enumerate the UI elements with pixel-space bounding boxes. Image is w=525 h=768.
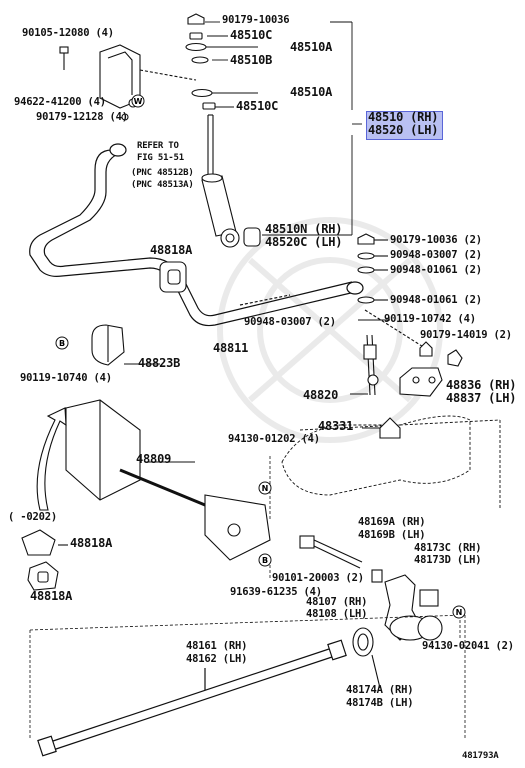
svg-text:N: N — [456, 608, 463, 617]
guide-lines — [29, 456, 466, 740]
part-label[interactable]: 48173D (LH) — [414, 554, 482, 566]
marker-b-icon-1: B — [55, 336, 69, 350]
marker-w-icon: W — [131, 94, 145, 108]
part-label[interactable]: 48510C — [236, 99, 279, 113]
part-label-highlighted[interactable]: 48510 (RH) — [368, 110, 439, 124]
part-label[interactable]: 48811 — [213, 341, 249, 355]
highlight-box — [366, 111, 443, 140]
part-label[interactable]: 48510N (RH) — [265, 222, 343, 236]
part-label[interactable]: 94622-41200 (4) — [14, 96, 106, 108]
part-label[interactable]: 48818A — [150, 243, 193, 257]
forward-arrow — [36, 407, 67, 511]
circle-markers: W B B N N — [55, 94, 466, 619]
svg-text:B: B — [262, 556, 268, 565]
part-label[interactable]: 90948-03007 (2) — [244, 316, 336, 328]
part-label[interactable]: 48809 — [136, 452, 172, 466]
part-label[interactable]: 48836 (RH) — [446, 378, 517, 392]
part-label[interactable]: 94130-02041 (2) — [422, 640, 514, 652]
marker-n-icon-2: N — [452, 605, 466, 619]
part-label[interactable]: 90948-01061 (2) — [390, 294, 482, 306]
detail-bushings — [21, 529, 68, 591]
part-label[interactable]: 90119-10740 (4) — [20, 372, 112, 384]
bump-stop — [362, 417, 401, 439]
shock-absorber — [201, 114, 261, 248]
upper-mount-bracket — [59, 44, 197, 121]
part-label[interactable]: 90105-12080 (4) — [22, 27, 114, 39]
part-label[interactable]: 48510A — [290, 85, 333, 99]
part-label[interactable]: 48510C — [230, 28, 273, 42]
part-label[interactable]: 48108 (LH) — [306, 608, 368, 620]
part-label[interactable]: 90179-14019 (2) — [420, 329, 512, 341]
date-range-note: ( -0202) — [8, 511, 57, 523]
refer-note: REFER TO — [137, 141, 179, 151]
stabilizer-bracket — [91, 324, 160, 366]
part-label[interactable]: 90948-03007 (2) — [390, 249, 482, 261]
part-label[interactable]: 90119-10742 (4) — [384, 313, 476, 325]
svg-text:B: B — [59, 339, 65, 348]
part-label[interactable]: 48837 (LH) — [446, 391, 517, 405]
part-label[interactable]: 48169B (LH) — [358, 529, 426, 541]
part-label[interactable]: 48107 (RH) — [306, 596, 368, 608]
stabilizer-bushing — [159, 261, 187, 293]
top-hardware-stack — [185, 13, 216, 110]
refer-note: FIG 51-51 — [137, 153, 184, 163]
part-label[interactable]: 90179-12128 (4) — [36, 111, 128, 123]
part-label[interactable]: 90101-20003 (2) — [272, 572, 364, 584]
link-bracket — [399, 341, 463, 397]
part-label[interactable]: 48162 (LH) — [186, 653, 248, 665]
axle-housing — [281, 415, 501, 510]
right-hardware-stack — [357, 233, 426, 349]
part-label[interactable]: 90179-10036 (2) — [390, 234, 482, 246]
watermark — [217, 217, 443, 443]
part-label[interactable]: 48173C (RH) — [414, 542, 482, 554]
marker-b-icon-2: B — [258, 553, 272, 567]
part-label[interactable]: 90179-10036 — [222, 14, 290, 26]
part-label-highlighted[interactable]: 48520 (LH) — [368, 123, 439, 137]
part-label[interactable]: 48820 — [303, 388, 339, 402]
refer-note: (PNC 48512B) — [131, 168, 194, 178]
part-label[interactable]: 48174B (LH) — [346, 697, 414, 709]
svg-text:W: W — [134, 97, 143, 106]
part-label[interactable]: 48823B — [138, 356, 181, 370]
stabilizer-link — [350, 334, 379, 396]
torsion-bar — [37, 639, 347, 757]
part-label[interactable]: 48520C (LH) — [265, 235, 343, 249]
shock-bracket-lines — [205, 21, 362, 236]
refer-note: (PNC 48513A) — [131, 180, 194, 190]
part-label[interactable]: 48510A — [290, 40, 333, 54]
marker-n-icon-1: N — [258, 481, 272, 495]
stabilizer-bar — [29, 143, 364, 327]
anchor-arm — [371, 569, 443, 641]
part-label[interactable]: 48510B — [230, 53, 273, 67]
part-label[interactable]: 48169A (RH) — [358, 516, 426, 528]
svg-text:N: N — [262, 484, 269, 493]
part-label[interactable]: 48818A — [70, 536, 113, 550]
part-label[interactable]: 48331 — [318, 419, 354, 433]
part-label[interactable]: 48174A (RH) — [346, 684, 414, 696]
part-label[interactable]: 94130-01202 (4) — [228, 433, 320, 445]
part-label[interactable]: 90948-01061 (2) — [390, 264, 482, 276]
part-label[interactable]: 91639-61235 (4) — [230, 586, 322, 598]
part-label[interactable]: 48161 (RH) — [186, 640, 248, 652]
torsion-bolt — [299, 535, 363, 569]
figure-code: 481793A — [462, 751, 499, 761]
torsion-bushing — [352, 627, 381, 689]
part-label[interactable]: 48818A — [30, 589, 73, 603]
frame-bracket — [65, 399, 271, 561]
